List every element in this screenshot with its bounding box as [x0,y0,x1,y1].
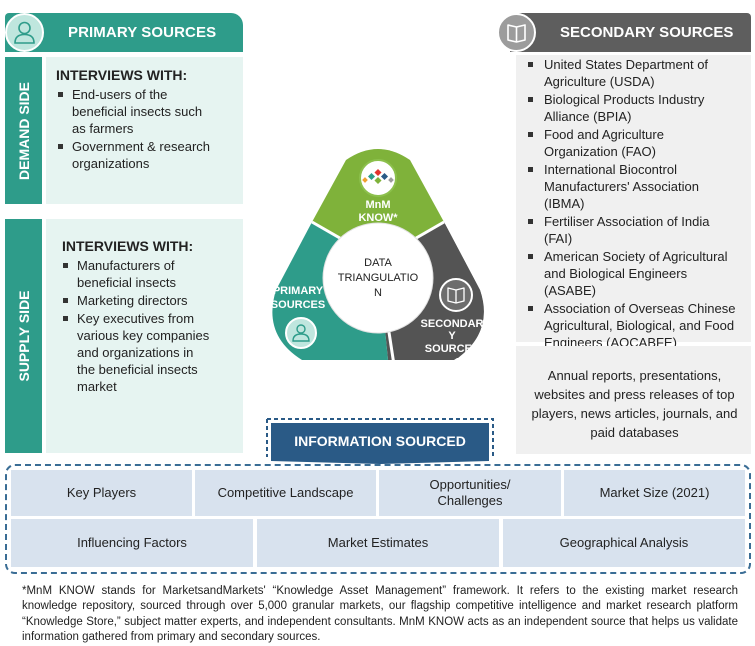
center-text-line-1: DATA [364,257,392,269]
info-box-geographical-analysis: Geographical Analysis [503,519,745,567]
primary-sources-title: PRIMARY SOURCES [68,24,217,41]
data-triangulation-diagram: DATA TRIANGULATIO N MnM KNOW* PRIMARY SO… [271,149,484,366]
list-item: Government & research organizations [58,138,240,172]
demand-side-panel: INTERVIEWS WITH: End-users of the benefi… [46,57,243,204]
primary-label-line-2: SOURCES [271,299,325,311]
footnote: *MnM KNOW stands for MarketsandMarkets' … [22,585,738,643]
list-item: End-users of the beneficial insects such… [58,86,240,137]
info-box-influencing-factors: Influencing Factors [11,519,253,567]
mnm-know-segment [312,149,444,260]
mnm-know-label-line-2: KNOW* [358,212,398,224]
secondary-other-sources-text: Annual reports, presentations, websites … [531,368,738,440]
center-text-line-3: N [374,287,382,299]
book-icon [497,13,536,52]
information-sourced-banner [266,418,494,464]
list-item: Manufacturers of beneficial insects [63,257,241,291]
demand-interviews-title: INTERVIEWS WITH: [56,67,188,83]
secondary-label-line-3: SOURCES [425,343,479,355]
list-item: Key executives from various key companie… [63,310,241,395]
secondary-other-sources-panel: Annual reports, presentations, websites … [516,346,751,454]
info-box-market-size: Market Size (2021) [564,470,745,516]
info-box-key-players: Key Players [11,470,192,516]
primary-sources-header: PRIMARY SOURCES [5,13,243,52]
secondary-label-line-2: Y [448,330,456,342]
demand-interview-list: End-users of the beneficial insects such… [58,86,240,173]
person-icon [5,13,44,52]
secondary-sources-panel [516,55,751,342]
info-box-competitive-landscape: Competitive Landscape [195,470,376,516]
mnm-know-label-line-1: MnM [365,199,390,211]
supply-interviews-title: INTERVIEWS WITH: [62,238,194,254]
secondary-sources-title: SECONDARY SOURCES [560,24,734,41]
list-item: Fertiliser Association of India(FAI) [528,213,750,247]
supply-side-panel: INTERVIEWS WITH: Manufacturers of benefi… [46,219,243,453]
secondary-sources-header: SECONDARY SOURCES [510,13,751,52]
supply-interview-list: Manufacturers of beneficial insects Mark… [63,257,241,396]
center-text-line-2: TRIANGULATIO [338,272,419,284]
demand-side-label: DEMAND SIDE [5,57,42,204]
list-item: Marketing directors [63,292,241,309]
primary-label-line-1: PRIMARY [273,285,324,297]
information-sourced-container [5,464,751,574]
information-sourced-title: INFORMATION SOURCED [294,433,466,449]
info-box-opportunities-challenges: Opportunities/ Challenges [379,470,561,516]
supply-side-label: SUPPLY SIDE [5,219,42,453]
info-box-market-estimates: Market Estimates [257,519,499,567]
secondary-label-line-1: SECONDAR [421,318,484,330]
center-circle [322,222,434,334]
